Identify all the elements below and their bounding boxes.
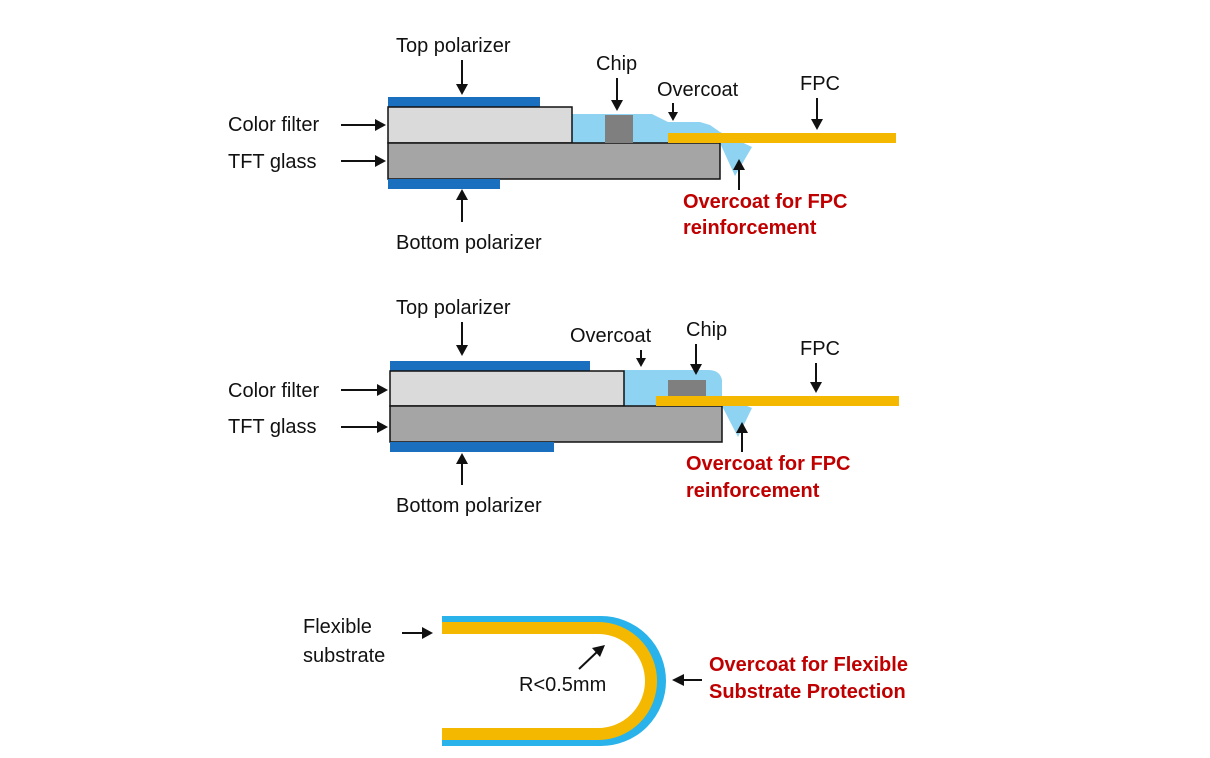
overcoat-label-1: Overcoat xyxy=(657,79,739,101)
top-polarizer-2 xyxy=(390,361,590,371)
diagram-2-chip-on-fpc: Top polarizer Overcoat Chip FPC Color fi… xyxy=(228,297,899,517)
color-filter-label-1: Color filter xyxy=(228,114,319,136)
overcoat-label-2: Overcoat xyxy=(570,325,652,347)
chip-1 xyxy=(605,115,633,143)
color-filter-label-2: Color filter xyxy=(228,380,319,402)
bottom-polarizer-2 xyxy=(390,442,554,452)
radius-label: R<0.5mm xyxy=(519,674,606,696)
flexible-substrate-label-line2: substrate xyxy=(303,645,385,667)
flexible-protection-label-line1: Overcoat for Flexible xyxy=(709,654,908,676)
tft-glass-2 xyxy=(389,405,723,443)
arrow-up-icon xyxy=(736,422,748,433)
arrow-down-icon xyxy=(611,100,623,111)
arrow-down-icon xyxy=(690,364,702,375)
arrow-up-icon xyxy=(456,189,468,200)
tft-glass-1 xyxy=(387,142,721,180)
arrow-left-icon xyxy=(672,674,684,686)
color-filter-1 xyxy=(387,106,573,144)
chip-label-1: Chip xyxy=(596,53,637,75)
fpc-reinforcement-label-1-line1: Overcoat for FPC xyxy=(683,191,847,213)
arrow-down-icon xyxy=(810,382,822,393)
fpc-label-2: FPC xyxy=(800,338,840,360)
diagram-3-flexible-substrate: Flexible substrate R<0.5mm Overcoat for … xyxy=(303,616,908,746)
arrow-up-icon xyxy=(733,159,745,170)
arrow-right-icon xyxy=(375,119,386,131)
arrow-up-icon xyxy=(456,453,468,464)
arrow-down-icon xyxy=(668,112,678,121)
flexible-protection-label-line2: Substrate Protection xyxy=(709,681,906,703)
chip-2 xyxy=(668,380,706,396)
top-polarizer-1 xyxy=(388,97,540,107)
arrow-right-icon xyxy=(377,384,388,396)
diagram-1-chip-on-glass: Top polarizer Chip Overcoat FPC Color fi… xyxy=(228,35,896,254)
arrow-right-icon xyxy=(422,627,433,639)
arrow-down-icon xyxy=(811,119,823,130)
tft-glass-label-2: TFT glass xyxy=(228,416,317,438)
fpc-2 xyxy=(656,396,899,406)
fpc-1 xyxy=(668,133,896,143)
top-polarizer-label-1: Top polarizer xyxy=(396,35,511,57)
flexible-substrate-label-line1: Flexible xyxy=(303,616,372,638)
arrow-down-icon xyxy=(456,345,468,356)
top-polarizer-label-2: Top polarizer xyxy=(396,297,511,319)
fpc-reinforcement-label-2-line1: Overcoat for FPC xyxy=(686,453,850,475)
tft-glass-label-1: TFT glass xyxy=(228,151,317,173)
bottom-polarizer-label-2: Bottom polarizer xyxy=(396,495,542,517)
arrow-down-icon xyxy=(636,358,646,367)
bottom-polarizer-1 xyxy=(388,179,500,189)
color-filter-2 xyxy=(389,370,625,407)
arrow-up-right-icon xyxy=(592,645,605,657)
fpc-label-1: FPC xyxy=(800,73,840,95)
arrow-down-icon xyxy=(456,84,468,95)
bottom-polarizer-label-1: Bottom polarizer xyxy=(396,232,542,254)
fpc-reinforcement-label-2-line2: reinforcement xyxy=(686,480,820,502)
chip-label-2: Chip xyxy=(686,319,727,341)
fpc-reinforcement-label-1-line2: reinforcement xyxy=(683,217,817,239)
arrow-right-icon xyxy=(377,421,388,433)
flexible-substrate xyxy=(442,622,657,740)
arrow-right-icon xyxy=(375,155,386,167)
